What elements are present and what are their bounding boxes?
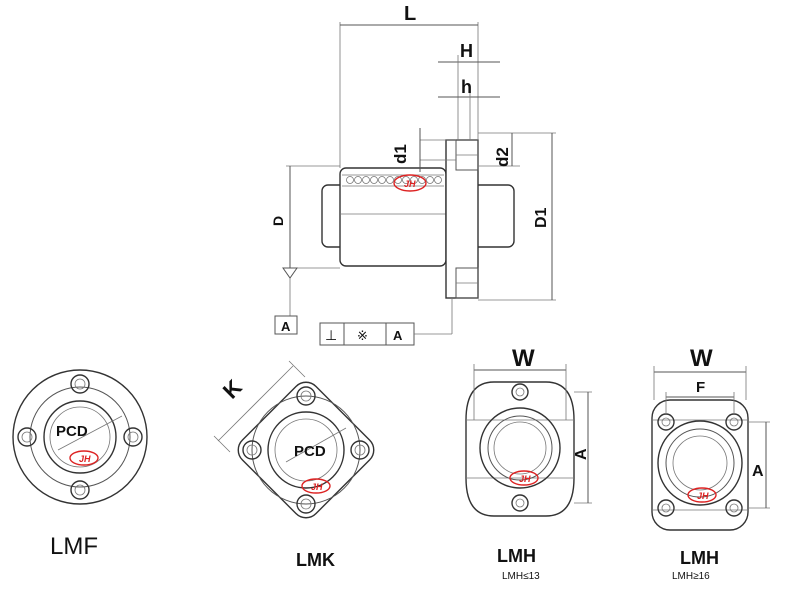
lmk-pcd-leader: [285, 427, 347, 463]
svg-text:JH: JH: [697, 491, 709, 501]
lmh-large-label-F: F: [696, 379, 705, 396]
label-H: H: [460, 41, 473, 61]
lmk-flange-outer: [237, 381, 375, 519]
lmh-small-label-A: A: [573, 448, 590, 460]
datum-label-A: A: [281, 319, 291, 334]
lmk-bolt-holes: [242, 386, 370, 514]
flange-section: [445, 139, 479, 299]
lmh-large-flange-view: W F A JH LMH LMH≥16: [651, 345, 770, 582]
lmk-K-dim-line: [217, 365, 294, 442]
datum-triangle: [282, 267, 298, 279]
lmh-large-outline: [651, 399, 749, 531]
label-h: h: [461, 77, 472, 97]
tolerance-symbol: ⊥: [325, 327, 337, 343]
lmk-pcd-circle: [251, 395, 361, 505]
lmh-small-bore: [479, 407, 561, 489]
label-d2: d2: [493, 147, 512, 167]
lmk-label-pcd: PCD: [294, 443, 326, 460]
label-D: D: [270, 216, 286, 226]
logo-text: JH: [404, 179, 416, 189]
lmh-large-label-W: W: [690, 345, 713, 372]
logo-lmf: JH: [69, 450, 99, 466]
lmh-small-label-W: W: [512, 345, 535, 372]
lmf-flange-view: PCD JH LMF: [12, 369, 148, 560]
label-d1: d1: [391, 144, 410, 164]
label-D1: D1: [533, 207, 550, 228]
logo-side: JH: [393, 174, 427, 192]
svg-text:JH: JH: [311, 482, 323, 492]
datum-box-A: [274, 315, 298, 335]
lmh-large-subcaption: LMH≥16: [672, 571, 710, 582]
label-L: L: [404, 3, 416, 25]
lmf-pcd-leader: [57, 415, 123, 451]
lmf-label-pcd: PCD: [56, 423, 88, 440]
lmk-flange-view: K PCD JH LMK: [213, 360, 375, 570]
lmf-pcd-circle: [29, 386, 131, 488]
lmh-small-caption: LMH: [497, 546, 536, 566]
lmf-bolt-holes: [17, 374, 143, 500]
lmk-bore: [267, 411, 345, 489]
lmh-large-caption: LMH: [680, 548, 719, 568]
lmk-caption: LMK: [296, 550, 335, 570]
side-view: JH L H h d1 d2 D1 D: [270, 3, 556, 346]
logo-lmk: JH: [301, 478, 331, 494]
svg-text:JH: JH: [519, 474, 531, 484]
tolerance-frame: ⊥ ※ A: [319, 298, 453, 346]
lmf-bore: [43, 400, 117, 474]
lmf-caption: LMF: [50, 533, 98, 560]
lmh-small-flange-view: W A JH LMH LMH≤13: [465, 345, 592, 582]
tolerance-value: ※: [357, 328, 368, 343]
lmh-small-bolt-holes: [511, 383, 529, 512]
lmh-large-bore: [657, 420, 743, 506]
tolerance-datum: A: [393, 328, 403, 343]
lmk-label-K: K: [218, 375, 247, 404]
lmh-small-outline: [465, 381, 575, 517]
svg-text:JH: JH: [79, 454, 91, 464]
logo-lmh-large: JH: [687, 487, 717, 503]
lmh-small-subcaption: LMH≤13: [502, 571, 540, 582]
logo-lmh-small: JH: [509, 470, 539, 486]
lmh-large-label-A: A: [752, 463, 764, 480]
lmf-flange-outer: [12, 369, 148, 505]
